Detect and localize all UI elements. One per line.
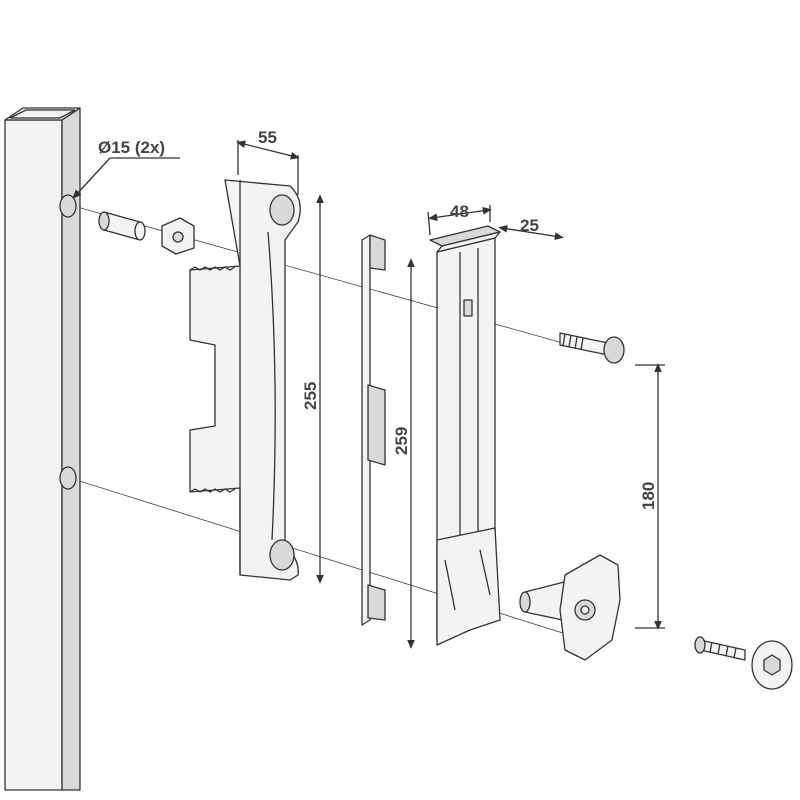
dim-plate-width [236, 140, 300, 160]
lock-height-label: 259 [392, 427, 411, 455]
insert-sleeve [98, 211, 146, 241]
gate-post [4, 107, 81, 791]
dim-lock-depth [498, 224, 564, 241]
lock-depth-label: 25 [520, 216, 539, 235]
alignment-lines [69, 204, 586, 641]
screw-spacing-label: 180 [639, 482, 658, 510]
post-hole-bottom [59, 466, 77, 490]
hole-diameter-label: Ø15 (2x) [98, 138, 165, 157]
square-nut [161, 217, 195, 255]
countersunk-screw [559, 332, 625, 364]
bolt-with-washer [694, 636, 793, 690]
post-hole-top [59, 194, 77, 218]
keeper-bracket [519, 554, 621, 661]
lock-width-label: 48 [450, 202, 469, 221]
dim-ext [427, 211, 431, 236]
cover-strip [361, 234, 386, 626]
strike-plate [189, 179, 301, 581]
plate-width-label: 55 [258, 128, 277, 147]
hole-leader [72, 157, 111, 199]
plate-height-label: 255 [301, 382, 320, 410]
lock-body [429, 225, 501, 646]
dim-lock-width [428, 206, 492, 222]
